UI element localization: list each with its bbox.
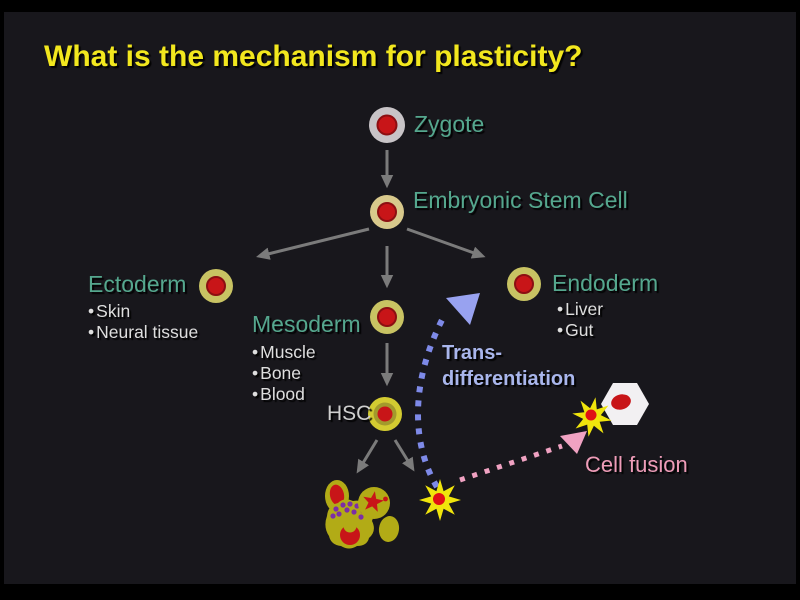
ectoderm-bullet-list: Skin Neural tissue [88, 301, 198, 343]
ectoderm-label: Ectoderm [88, 271, 187, 297]
cell-fusion-label: Cell fusion [585, 452, 688, 477]
fusing-starburst-cell-icon [572, 397, 612, 437]
endoderm-bullet-liver: Liver [557, 299, 603, 320]
trans-differentiation-label: Trans- differentiation [442, 340, 575, 392]
trans-differentiation-line1: Trans- [442, 342, 503, 364]
hsc-cell-icon [368, 397, 402, 431]
mesoderm-bullet-blood: Blood [252, 384, 316, 405]
progenitor-starburst-cell-icon [419, 479, 461, 521]
mesoderm-bullet-bone: Bone [252, 363, 316, 384]
ectoderm-bullet-skin: Skin [88, 301, 198, 322]
arrow-hsc-to-progenitor [393, 439, 415, 472]
hsc-label: HSC [327, 402, 372, 425]
ectoderm-cell-icon [199, 269, 233, 303]
ectoderm-bullet-neural-tissue: Neural tissue [88, 322, 198, 343]
slide-background [4, 12, 796, 584]
slide-title: What is the mechanism for plasticity? [44, 40, 583, 73]
fused-cell-hexagon-icon [601, 383, 649, 425]
trans-differentiation-arrowhead-icon [446, 293, 480, 325]
cell-fusion-arrowhead-icon [560, 431, 587, 454]
mesoderm-bullet-list: Muscle Bone Blood [252, 342, 316, 405]
embryonic-stem-cell-icon [370, 195, 404, 229]
zygote-cell-icon [369, 107, 405, 143]
arrow-hsc-to-blood-cells [356, 439, 379, 474]
trans-differentiation-dotted-arrow [415, 314, 447, 489]
endoderm-cell-icon [507, 267, 541, 301]
mesoderm-bullet-muscle: Muscle [252, 342, 315, 363]
mesoderm-cell-icon [370, 300, 404, 334]
arrow-esc-to-ectoderm [256, 227, 370, 260]
arrow-esc-to-endoderm [406, 227, 486, 259]
endoderm-bullet-gut: Gut [557, 320, 603, 341]
white-blood-cell-icon [358, 487, 390, 519]
zygote-label: Zygote [414, 111, 485, 137]
cell-fusion-dotted-arrow [459, 443, 563, 483]
platelet-cell-icon [378, 516, 400, 542]
trans-differentiation-line2: differentiation [442, 368, 576, 390]
embryonic-stem-cell-label: Embryonic Stem Cell [413, 187, 628, 213]
endoderm-label: Endoderm [552, 270, 659, 296]
endoderm-bullet-list: Liver Gut [557, 299, 603, 341]
mesoderm-label: Mesoderm [252, 311, 361, 337]
